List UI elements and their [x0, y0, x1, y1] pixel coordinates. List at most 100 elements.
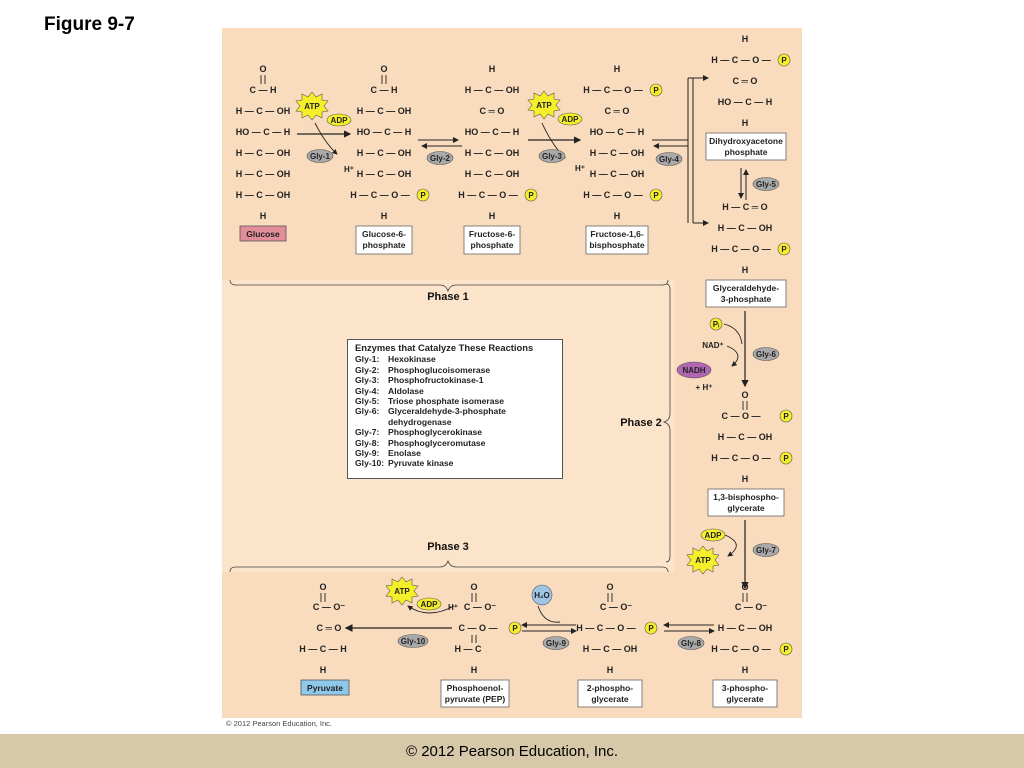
- pep-label-1: Phosphoenol-: [447, 683, 504, 693]
- svg-text:H — C — O —: H — C — O —: [711, 644, 771, 654]
- svg-text:O: O: [319, 582, 326, 592]
- nadh-badge: [676, 361, 712, 379]
- glucose-label-box: [239, 225, 287, 242]
- f6p-label-box: [463, 225, 521, 255]
- enzyme-name: Phosphofructokinase-1: [388, 375, 484, 386]
- svg-text:H — C — O —: H — C — O —: [583, 190, 643, 200]
- svg-text:C — H: C — H: [250, 85, 277, 95]
- svg-text:H: H: [614, 64, 621, 74]
- svg-text:HO — C — H: HO — C — H: [718, 97, 773, 107]
- gly4-label: Gly-4: [659, 155, 680, 164]
- enzyme-table-row: Gly-9:Enolase: [355, 448, 555, 458]
- svg-text:C — O⁻: C — O⁻: [313, 602, 346, 612]
- g6p-label-box: [355, 225, 413, 255]
- g3p-label-2: 3-phosphate: [721, 294, 772, 304]
- g3p-structure: H — C ═ O H — C — OH H — C — O — P H: [711, 202, 791, 275]
- svg-text:H: H: [489, 211, 496, 221]
- svg-text:P: P: [783, 645, 789, 654]
- adp-badge-2: [557, 112, 583, 126]
- svg-text:H: H: [742, 474, 749, 484]
- gly7-tag: [752, 543, 780, 557]
- svg-text:H: H: [742, 34, 749, 44]
- f6p-label-2: phosphate: [471, 240, 514, 250]
- svg-text:C — O —: C — O —: [458, 623, 497, 633]
- pyruvate-label-box: [300, 679, 350, 696]
- svg-text:H — C — OH: H — C — OH: [465, 85, 520, 95]
- enzyme-code: Gly-2:: [355, 364, 380, 375]
- svg-text:P: P: [420, 191, 426, 200]
- svg-text:HO — C — H: HO — C — H: [465, 127, 520, 137]
- adp-label-1: ADP: [331, 116, 349, 125]
- svg-text:O: O: [741, 390, 748, 400]
- svg-text:H — C — O —: H — C — O —: [711, 55, 771, 65]
- gly2-label: Gly-2: [430, 154, 451, 163]
- svg-text:H: H: [260, 211, 267, 221]
- svg-text:H — C — OH: H — C — OH: [357, 106, 412, 116]
- svg-text:H — C — O —: H — C — O —: [576, 623, 636, 633]
- gly4-tag: [655, 152, 683, 166]
- gly8-label: Gly-8: [681, 639, 702, 648]
- f6p-label-1: Fructose-6-: [469, 229, 515, 239]
- gly1-tag: [306, 149, 334, 163]
- svg-text:H: H: [742, 265, 749, 275]
- enzyme-code: [355, 417, 388, 427]
- gly3-tag: [538, 149, 566, 163]
- gly6-tag: [752, 347, 780, 361]
- adp-badge-4: [416, 597, 442, 611]
- nadh-label: NADH: [682, 366, 705, 375]
- enzyme-name: Enolase: [388, 448, 421, 459]
- plus-h-label: + H⁺: [696, 383, 713, 392]
- svg-text:P: P: [512, 624, 518, 633]
- gly10-tag: [397, 634, 429, 648]
- svg-text:O: O: [470, 582, 477, 592]
- h2o-badge: [531, 584, 553, 606]
- enzyme-table-row: dehydrogenase: [355, 417, 555, 427]
- svg-text:H — C — O —: H — C — O —: [350, 190, 410, 200]
- svg-text:H — C — OH: H — C — OH: [590, 169, 645, 179]
- svg-text:C ═ O: C ═ O: [605, 106, 630, 116]
- svg-text:H: H: [614, 211, 621, 221]
- g3p-label-box: [705, 279, 787, 308]
- svg-text:H — C — OH: H — C — OH: [236, 169, 291, 179]
- svg-text:O: O: [259, 64, 266, 74]
- svg-text:O: O: [606, 582, 613, 592]
- enzyme-table-row: Gly-2: Phosphoglucoisomerase: [355, 365, 555, 375]
- svg-text:H — C — O —: H — C — O —: [583, 85, 643, 95]
- enzyme-name: Phosphoglucoisomerase: [388, 364, 491, 375]
- gly10-label: Gly-10: [401, 637, 426, 646]
- svg-text:C — O⁻: C — O⁻: [735, 602, 768, 612]
- dhap-label-2: phosphate: [725, 147, 768, 157]
- adp-label-4: ADP: [421, 600, 439, 609]
- enzyme-name: Glyceraldehyde-3-phosphate: [388, 406, 506, 417]
- svg-text:H — C — OH: H — C — OH: [236, 148, 291, 158]
- enzyme-code: Gly-3:: [355, 375, 380, 386]
- enzyme-table-row: Gly-6:Glyceraldehyde-3-phosphate: [355, 406, 555, 416]
- bpg-label-1: 1,3-bisphospho-: [713, 492, 779, 502]
- pg2-label-2: glycerate: [591, 694, 629, 704]
- gly5-label: Gly-5: [756, 180, 777, 189]
- enzyme-table-row: Gly-1:Hexokinase: [355, 354, 555, 364]
- pg2-label-box: [577, 679, 643, 708]
- gly5-tag: [752, 177, 780, 191]
- g3p-label-1: Glyceraldehyde-: [713, 283, 779, 293]
- svg-text:H: H: [381, 211, 388, 221]
- gly8-tag: [677, 636, 705, 650]
- g6p-structure: O C — H H — C — OH HO — C — H H — C — OH…: [350, 64, 430, 221]
- svg-text:H — C — OH: H — C — OH: [236, 106, 291, 116]
- enzyme-table-row: Gly-5:Triose phosphate isomerase: [355, 396, 555, 406]
- atp-label-1: ATP: [304, 102, 320, 111]
- glucose-label: Glucose: [246, 229, 280, 239]
- svg-text:H: H: [742, 118, 749, 128]
- svg-text:O: O: [741, 582, 748, 592]
- svg-text:H — C — OH: H — C — OH: [718, 623, 773, 633]
- h-plus-1: H⁺: [344, 165, 354, 174]
- svg-text:HO — C — H: HO — C — H: [590, 127, 645, 137]
- pg2-structure: O C — O⁻ H — C — O — P H — C — OH H: [576, 582, 658, 675]
- svg-text:HO — C — H: HO — C — H: [357, 127, 412, 137]
- atp-burst-3: [686, 545, 720, 575]
- phase1-label: Phase 1: [427, 291, 469, 303]
- atp-burst-2: [527, 90, 561, 120]
- fbp-label-box: [585, 225, 649, 255]
- enzyme-code: Gly-1:: [355, 354, 380, 365]
- atp-burst-4: [385, 576, 419, 606]
